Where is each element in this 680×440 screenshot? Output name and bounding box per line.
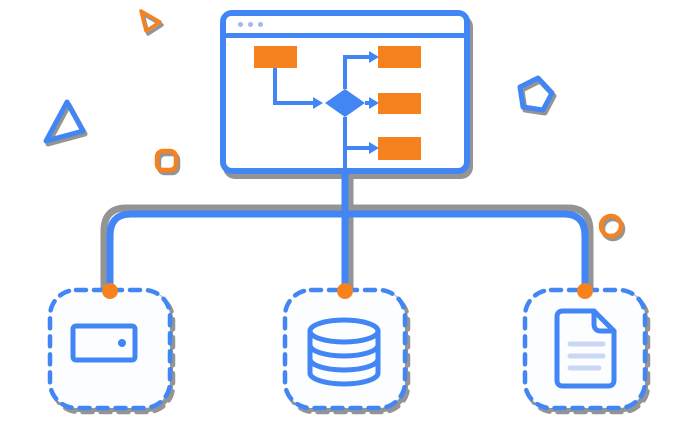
target-box-database xyxy=(282,287,408,411)
flowchart xyxy=(254,46,421,168)
flowchart-outcome-middle xyxy=(378,93,421,114)
edge-start-decision xyxy=(273,68,314,105)
arrowhead-icon xyxy=(313,97,323,109)
window-control-dot xyxy=(258,22,263,27)
target-box-server xyxy=(47,287,173,411)
database-icon xyxy=(307,317,381,387)
connection-dot-left xyxy=(102,283,118,299)
connection-dot-right xyxy=(577,283,593,299)
square-decoration xyxy=(154,148,179,173)
flowchart-decision-node xyxy=(325,89,365,117)
connector-branches xyxy=(106,210,589,292)
arrowhead-icon xyxy=(369,97,379,109)
edge-decision-top xyxy=(343,55,369,89)
flowchart-outcome-bottom xyxy=(378,137,421,160)
window-title-bar xyxy=(226,16,464,38)
ring-decoration xyxy=(598,213,624,239)
browser-window xyxy=(220,10,470,174)
connection-dot-center xyxy=(337,283,353,299)
card-icon xyxy=(70,323,138,363)
target-box-document xyxy=(522,287,648,411)
pentagon-decoration xyxy=(517,75,555,113)
document-icon xyxy=(554,308,617,389)
arrowhead-icon xyxy=(369,51,379,63)
window-content xyxy=(226,38,464,168)
window-control-dot xyxy=(248,22,253,27)
flowchart-outcome-top xyxy=(378,46,421,68)
flowchart-start-node xyxy=(254,46,297,68)
cursor-glyph-decoration xyxy=(139,9,162,33)
arrowhead-icon xyxy=(369,142,379,154)
triangle-decoration xyxy=(43,99,86,144)
window-control-dot xyxy=(238,22,243,27)
